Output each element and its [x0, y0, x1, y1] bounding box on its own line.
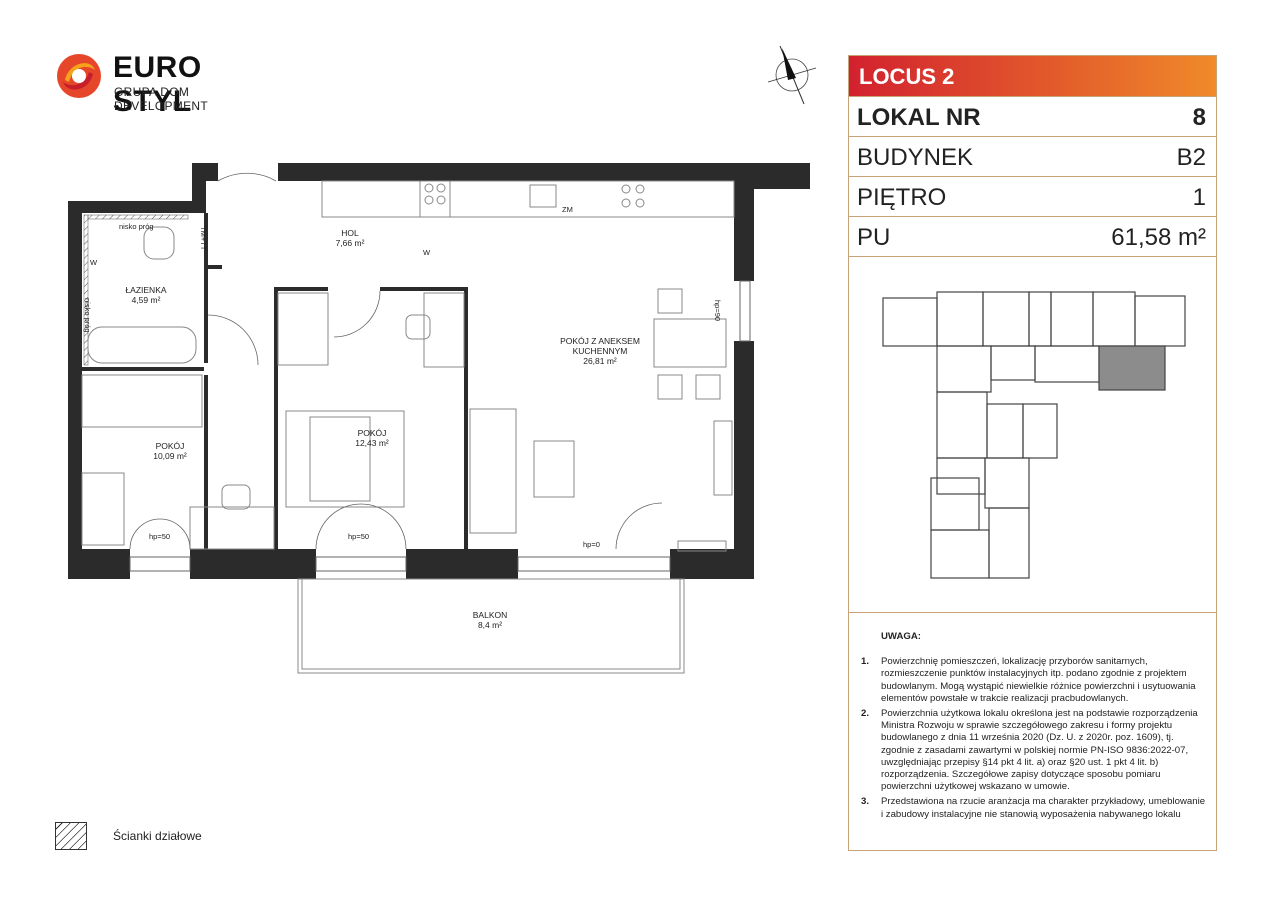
label-hp50-b: hp=50 — [348, 532, 370, 541]
logo-mark-icon — [57, 54, 101, 98]
row-budynek-label: BUDYNEK — [857, 144, 974, 171]
note-number: 3. — [861, 796, 870, 808]
row-lokal: LOKAL NR 8 — [849, 96, 1216, 136]
note-item: 3. Przedstawiona na rzucie aranżacja ma … — [861, 796, 1206, 820]
row-pietro-value: 1 — [1192, 184, 1206, 211]
brand-logo: EURO STYL GRUPA DOM DEVELOPMENT — [55, 51, 285, 118]
note-number: 2. — [861, 708, 870, 720]
label-tm: TM+TT — [199, 226, 208, 251]
label-nisko-prog-2: nisko próg — [83, 298, 92, 333]
info-panel: LOCUS 2 LOKAL NR 8 BUDYNEK B2 PIĘTRO 1 P… — [848, 55, 1217, 851]
notes-heading: UWAGA: — [881, 631, 921, 642]
floor-plan — [68, 163, 810, 674]
row-pietro: PIĘTRO 1 — [849, 176, 1216, 216]
label-hp0: hp=0 — [583, 540, 600, 549]
label-zm: ZM — [562, 205, 573, 214]
note-item: 2. Powierzchnia użytkowa lokalu określon… — [861, 708, 1206, 793]
note-item: 1. Powierzchnię pomieszczeń, lokalizację… — [861, 656, 1206, 705]
row-pietro-label: PIĘTRO — [857, 184, 947, 211]
row-budynek-value: B2 — [1176, 144, 1206, 171]
legend-swatch — [55, 822, 87, 850]
row-pu: PU 61,58 m² — [849, 216, 1216, 256]
row-lokal-value: 8 — [1192, 104, 1206, 131]
row-budynek: BUDYNEK B2 — [849, 136, 1216, 176]
label-hp90: hp=90 — [713, 300, 722, 322]
project-header: LOCUS 2 — [849, 56, 1216, 96]
label-w1: W — [423, 248, 431, 257]
panel-divider-2 — [849, 612, 1216, 613]
note-number: 1. — [861, 656, 870, 668]
note-text: Powierzchnię pomieszczeń, lokalizację pr… — [881, 656, 1196, 704]
building-key-plan — [882, 291, 1186, 579]
notes-section: UWAGA: 1. Powierzchnię pomieszczeń, loka… — [861, 631, 1206, 824]
label-hp50-a: hp=50 — [149, 532, 171, 541]
panel-divider-1 — [849, 256, 1216, 257]
label-nisko-prog-1: nisko próg — [119, 222, 154, 231]
row-pu-label: PU — [857, 224, 891, 251]
row-pu-value: 61,58 m² — [1111, 224, 1206, 251]
brand-name: EURO STYL — [113, 51, 202, 118]
row-lokal-label: LOKAL NR — [857, 104, 981, 131]
label-w2: W — [90, 258, 98, 267]
highlighted-unit — [1098, 345, 1166, 391]
brand-subtitle: GRUPA DOM DEVELOPMENT — [114, 85, 208, 113]
note-text: Przedstawiona na rzucie aranżacja ma cha… — [881, 796, 1206, 820]
project-name: LOCUS 2 — [859, 64, 955, 89]
compass-icon — [767, 45, 817, 105]
legend-label: Ścianki działowe — [113, 829, 202, 843]
note-text: Powierzchnia użytkowa lokalu określona j… — [881, 708, 1198, 793]
